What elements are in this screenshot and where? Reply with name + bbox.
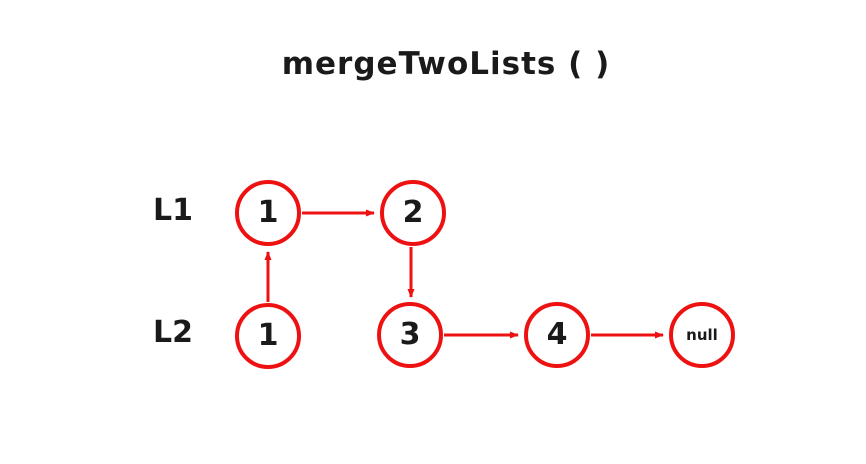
node-l1-1: 1 <box>235 180 301 246</box>
node-l2-3: 3 <box>377 302 443 368</box>
node-l1-2-value: 2 <box>402 195 424 230</box>
node-l2-1-value: 1 <box>257 318 279 353</box>
node-l2-3-value: 3 <box>399 317 421 352</box>
node-l2-4: 4 <box>524 302 590 368</box>
node-l2-null: null <box>669 302 735 368</box>
diagram-title: mergeTwoLists ( ) <box>281 46 611 82</box>
node-l1-2: 2 <box>380 180 446 246</box>
node-l2-1: 1 <box>235 303 301 369</box>
list-label-l2: L2 <box>153 315 193 350</box>
node-l1-1-value: 1 <box>257 195 279 230</box>
node-l2-4-value: 4 <box>546 317 568 352</box>
node-l2-null-value: null <box>686 325 718 344</box>
list-label-l1: L1 <box>153 193 193 228</box>
